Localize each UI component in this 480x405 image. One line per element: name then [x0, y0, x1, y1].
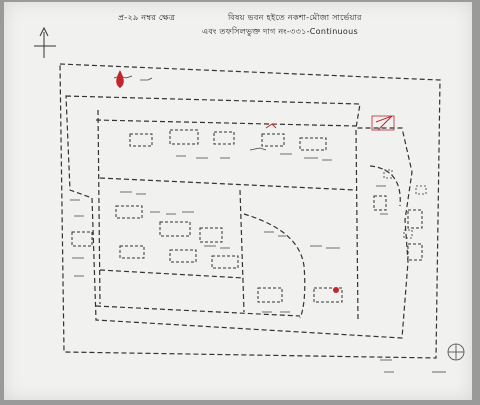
red-drop-icon	[116, 70, 124, 88]
plot-block	[257, 287, 283, 303]
plot-block	[261, 133, 285, 147]
right-curve-lane	[369, 165, 401, 207]
plot-block	[373, 195, 387, 211]
outer-boundary	[59, 63, 441, 359]
north-arrow-icon	[34, 26, 56, 58]
road-right-vertical	[355, 129, 359, 321]
plot-block	[407, 243, 423, 261]
plot-block	[115, 205, 143, 219]
road-left-vertical	[97, 109, 101, 305]
road-top	[95, 119, 357, 127]
plot-block	[313, 287, 343, 303]
plot-block	[199, 227, 223, 243]
plot-block	[129, 133, 153, 147]
paper-sheet	[4, 2, 472, 400]
red-dot-marker	[333, 287, 339, 293]
plot-block	[211, 255, 239, 269]
road-middle-horizontal	[99, 177, 357, 191]
plot-block	[299, 137, 327, 151]
plot-block	[407, 209, 423, 229]
header-title-right: বিষয় ভবন হইতে নকশা-মৌজা সার্ভেয়ার	[228, 13, 362, 22]
compass-stamp-icon	[447, 343, 465, 361]
plot-block	[119, 245, 145, 259]
plot-block	[159, 221, 191, 237]
road-centre-vertical	[239, 189, 245, 313]
plot-block	[71, 231, 93, 247]
curved-path	[243, 213, 306, 319]
plot-block	[169, 249, 197, 263]
header-title-left: প্র-২৯ নম্বর ক্ষেত্র	[118, 13, 176, 22]
road-lower-horizontal	[99, 269, 245, 279]
header-subtitle: এবং তফসিলভুক্ত দাগ নং-৩৩১-Continuous	[202, 27, 358, 36]
inner-boundary	[65, 95, 413, 339]
plot-block	[213, 131, 235, 145]
plot-block	[169, 129, 199, 145]
road-bottom	[95, 305, 301, 317]
